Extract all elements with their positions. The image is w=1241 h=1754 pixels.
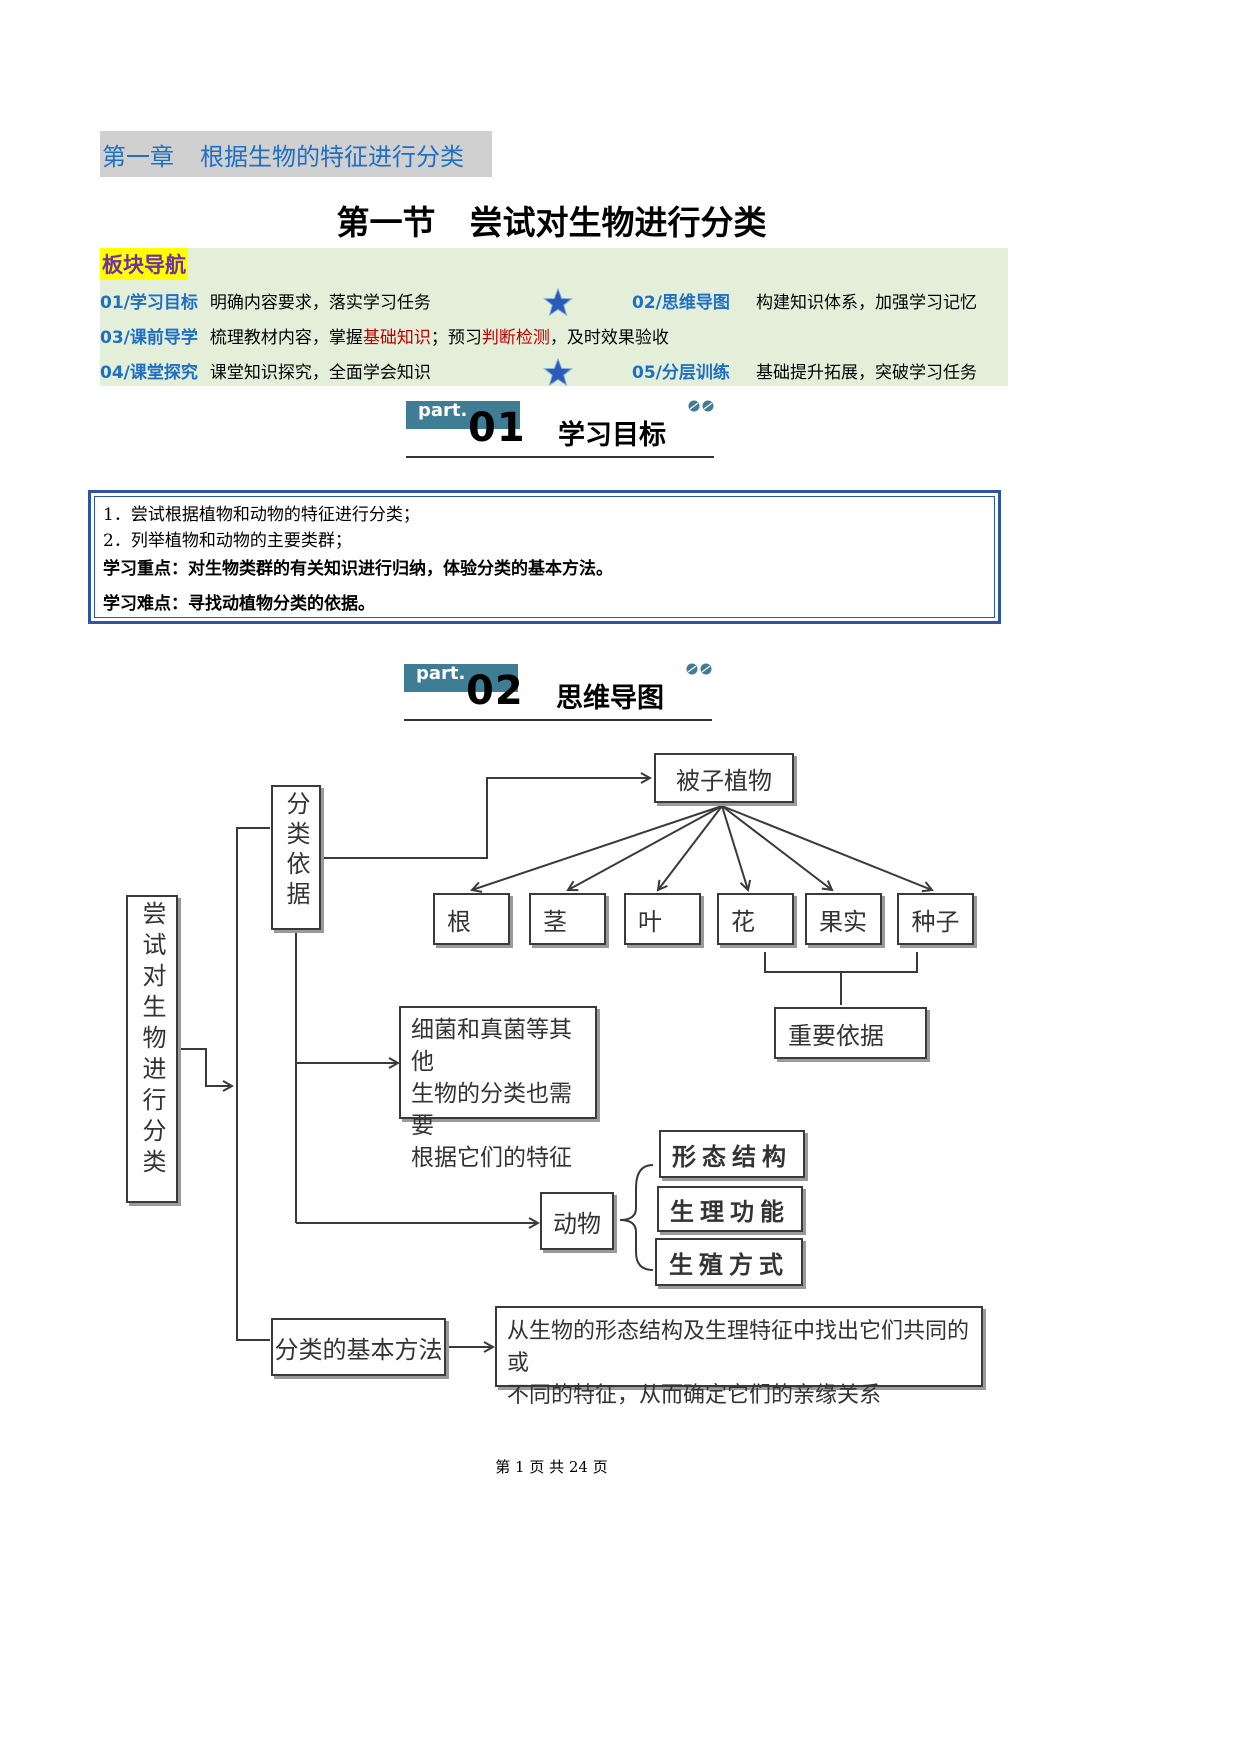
- nav-row-1: 01/学习目标 明确内容要求，落实学习任务 02/思维导图 构建知识体系，加强学…: [100, 285, 1008, 315]
- part-tab: [404, 664, 518, 692]
- organ-root-node: 根: [433, 893, 510, 945]
- nav-row-3: 04/课堂探究 课堂知识探究，全面学会知识 05/分层训练 基础提升拓展，突破学…: [100, 355, 1008, 385]
- section-title-text: 尝试对生物进行分类: [469, 203, 767, 242]
- nav-link-training[interactable]: 05/分层训练: [632, 362, 730, 383]
- decorative-dots-icon: [686, 663, 712, 675]
- part-underline: [404, 719, 712, 721]
- angiosperm-node: 被子植物: [654, 753, 794, 803]
- goal-item-2: 2．列举植物和动物的主要类群；: [103, 531, 352, 551]
- nav-link-preview[interactable]: 03/课前导学: [100, 327, 198, 348]
- nav-desc-preview-b: ；预习: [430, 327, 482, 348]
- organ-leaf-node: 叶: [624, 893, 701, 945]
- part-tab-text: part.: [416, 663, 466, 684]
- part-label: 学习目标: [558, 420, 666, 451]
- nav-row-2: 03/课前导学 梳理教材内容，掌握基础知识；预习判断检测，及时效果验收: [100, 320, 1008, 350]
- mind-map-connectors: [178, 740, 1103, 1400]
- trait-morphology-node: 形态结构: [659, 1130, 805, 1178]
- section-label: 第一节: [336, 203, 436, 242]
- navigation-panel: 板块导航 01/学习目标 明确内容要求，落实学习任务 02/思维导图 构建知识体…: [100, 248, 1008, 386]
- trait-physiology-node: 生理功能: [657, 1186, 803, 1232]
- chapter-label: 第一章: [102, 142, 174, 171]
- nav-red-check: 判断检测: [481, 327, 550, 348]
- chapter-heading: 第一章根据生物的特征进行分类: [100, 131, 492, 177]
- goal-key-point: 学习重点：对生物类群的有关知识进行归纳，体验分类的基本方法。: [103, 559, 613, 579]
- basic-method-node: 分类的基本方法: [271, 1318, 446, 1376]
- part-number: 02: [466, 668, 524, 714]
- important-basis-node: 重要依据: [774, 1007, 927, 1059]
- part-label: 思维导图: [556, 683, 664, 714]
- nav-title: 板块导航: [100, 248, 188, 280]
- mind-map: 尝试对生物进行分类 分类依据 被子植物 根 茎 叶 花 果实 种子 重要依据 细…: [0, 740, 1103, 1408]
- trait-reproduction-node: 生殖方式: [655, 1238, 803, 1286]
- nav-desc-preview-a: 梳理教材内容，掌握: [209, 327, 363, 348]
- method-description-node: 从生物的形态结构及生理特征中找出它们共同的或 不同的特征，从而确定它们的亲缘关系: [495, 1306, 983, 1408]
- organ-flower-node: 花: [717, 893, 794, 945]
- classification-basis-text: 分类依据: [282, 791, 310, 911]
- root-node: 尝试对生物进行分类: [126, 895, 178, 1203]
- page-footer: 第 1 页 共 24 页: [495, 1458, 608, 1476]
- part-02-banner: part. 02 思维导图: [404, 662, 712, 724]
- section-title: 第一节尝试对生物进行分类: [0, 196, 1103, 244]
- nav-link-goals[interactable]: 01/学习目标: [100, 292, 198, 313]
- part-number: 01: [468, 405, 526, 451]
- organ-fruit-node: 果实: [805, 893, 882, 945]
- decorative-dots-icon: [688, 400, 714, 412]
- root-node-text: 尝试对生物进行分类: [138, 901, 166, 1180]
- learning-goals-box: 1．尝试根据植物和动物的特征进行分类； 2．列举植物和动物的主要类群； 学习重点…: [88, 490, 1001, 624]
- nav-link-explore[interactable]: 04/课堂探究: [100, 362, 198, 383]
- nav-desc-goals: 明确内容要求，落实学习任务: [209, 292, 431, 313]
- goal-item-1: 1．尝试根据植物和动物的特征进行分类；: [103, 505, 420, 525]
- part-tab: [406, 401, 520, 429]
- organ-seed-node: 种子: [897, 893, 974, 945]
- nav-desc-mindmap: 构建知识体系，加强学习记忆: [756, 292, 977, 313]
- part-underline: [406, 456, 714, 458]
- nav-link-mindmap[interactable]: 02/思维导图: [632, 292, 730, 313]
- chapter-title: 根据生物的特征进行分类: [200, 142, 464, 171]
- star-icon: [543, 358, 573, 386]
- organ-stem-node: 茎: [529, 893, 606, 945]
- nav-red-basic: 基础知识: [362, 327, 431, 348]
- nav-desc-preview-c: ，及时效果验收: [549, 327, 669, 348]
- nav-desc-explore: 课堂知识探究，全面学会知识: [209, 362, 431, 383]
- part-tab-text: part.: [418, 400, 468, 421]
- nav-desc-training: 基础提升拓展，突破学习任务: [756, 362, 977, 383]
- part-01-banner: part. 01 学习目标: [406, 399, 714, 461]
- classification-basis-node: 分类依据: [271, 785, 321, 930]
- goal-difficulty: 学习难点：寻找动植物分类的依据。: [103, 594, 375, 614]
- bacteria-fungi-node: 细菌和真菌等其他 生物的分类也需要 根据它们的特征: [399, 1006, 597, 1171]
- animal-node: 动物: [540, 1192, 614, 1250]
- star-icon: [543, 288, 573, 316]
